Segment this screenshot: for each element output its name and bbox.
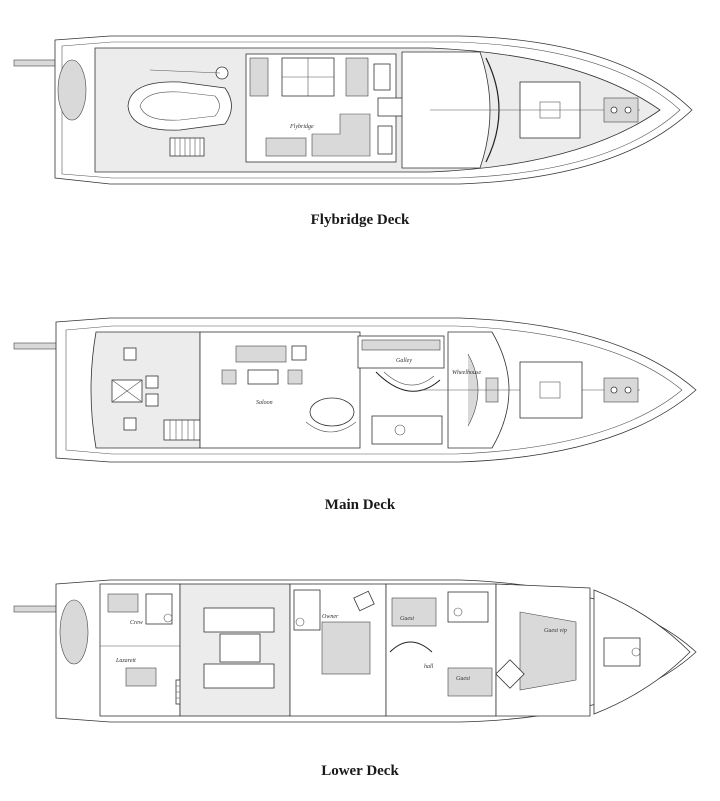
tender-boat bbox=[127, 81, 232, 131]
bow-locker bbox=[593, 589, 691, 715]
saloon-sofa bbox=[235, 345, 287, 363]
main-deck-stairs bbox=[163, 419, 201, 441]
room-label-hall: hall bbox=[424, 664, 434, 670]
room-label-galley: Galley bbox=[396, 358, 412, 364]
l-sofa bbox=[311, 113, 371, 157]
owner-bed bbox=[321, 621, 371, 675]
room-label-saloon: Saloon bbox=[256, 400, 273, 406]
caption-flybridge-deck: Flybridge Deck bbox=[310, 212, 410, 228]
room-label-guest-stbd: Guest bbox=[456, 676, 470, 682]
helm-console bbox=[377, 125, 393, 155]
anchor-winch bbox=[603, 377, 639, 403]
transom-stair bbox=[57, 59, 87, 121]
room-label-wheelhouse: Wheelhouse bbox=[452, 370, 481, 376]
sunbed bbox=[265, 137, 307, 157]
anchor-winch bbox=[603, 97, 639, 123]
bbq-grill bbox=[373, 63, 391, 91]
room-label-owner: Owner bbox=[322, 614, 339, 620]
hull-inner-line bbox=[61, 41, 681, 179]
guest-bed-stbd bbox=[447, 667, 493, 697]
armchair bbox=[221, 369, 237, 385]
lower-deck-plan: Crew Lazarett Owner Guest hall Guest bbox=[13, 579, 697, 723]
room-label-crew: Crew bbox=[130, 620, 143, 626]
hatch bbox=[539, 381, 561, 399]
hull-inner-line bbox=[65, 325, 683, 455]
spiral-stair bbox=[375, 371, 441, 392]
armchair bbox=[287, 369, 303, 385]
dining-table bbox=[309, 397, 355, 427]
sofa-aft bbox=[249, 57, 269, 97]
lazarett-table bbox=[125, 667, 157, 687]
main-deck-plan: Saloon Galley Wheelhouse bbox=[13, 317, 697, 463]
side-table bbox=[291, 345, 307, 361]
owner-head bbox=[293, 589, 321, 631]
aft-chair bbox=[145, 393, 159, 407]
passerelle bbox=[13, 605, 59, 613]
passerelle bbox=[13, 342, 59, 350]
aft-chair bbox=[123, 417, 137, 431]
crew-head bbox=[145, 593, 173, 625]
coffee-table bbox=[247, 369, 279, 385]
aft-chair bbox=[123, 347, 137, 361]
room-label-guest-port: Guest bbox=[400, 616, 414, 622]
flybridge-deck-plan: Flybridge bbox=[13, 35, 693, 185]
engine-port bbox=[203, 607, 275, 633]
lower-spiral-stair bbox=[389, 641, 433, 653]
flybridge-stairs bbox=[169, 137, 205, 157]
day-head bbox=[371, 415, 443, 445]
aft-deck bbox=[90, 331, 201, 449]
room-label-guest-vip: Guest vip bbox=[544, 628, 567, 634]
vip-shower bbox=[495, 659, 525, 689]
guest-bed-port bbox=[391, 597, 437, 627]
generator bbox=[219, 633, 261, 663]
passerelle bbox=[13, 59, 59, 67]
dining-bench bbox=[305, 421, 357, 433]
crane-arm bbox=[149, 69, 221, 74]
owner-chair bbox=[353, 590, 375, 612]
engine-starboard bbox=[203, 663, 275, 689]
caption-main-deck: Main Deck bbox=[324, 497, 396, 513]
crew-bunk bbox=[107, 593, 139, 613]
room-label-lazarett: Lazarett bbox=[115, 658, 136, 664]
foredeck-sunpad bbox=[519, 361, 583, 419]
vip-bed bbox=[519, 611, 577, 691]
galley-counter bbox=[361, 339, 441, 351]
room-label-flybridge: Flybridge bbox=[289, 124, 314, 130]
chain-locker bbox=[603, 637, 641, 667]
aft-chair bbox=[145, 375, 159, 389]
guest-head bbox=[447, 591, 489, 623]
transom-stair bbox=[59, 599, 89, 665]
tender-inner bbox=[139, 91, 220, 121]
caption-lower-deck: Lower Deck bbox=[321, 763, 399, 779]
sofa-fwd bbox=[345, 57, 369, 97]
